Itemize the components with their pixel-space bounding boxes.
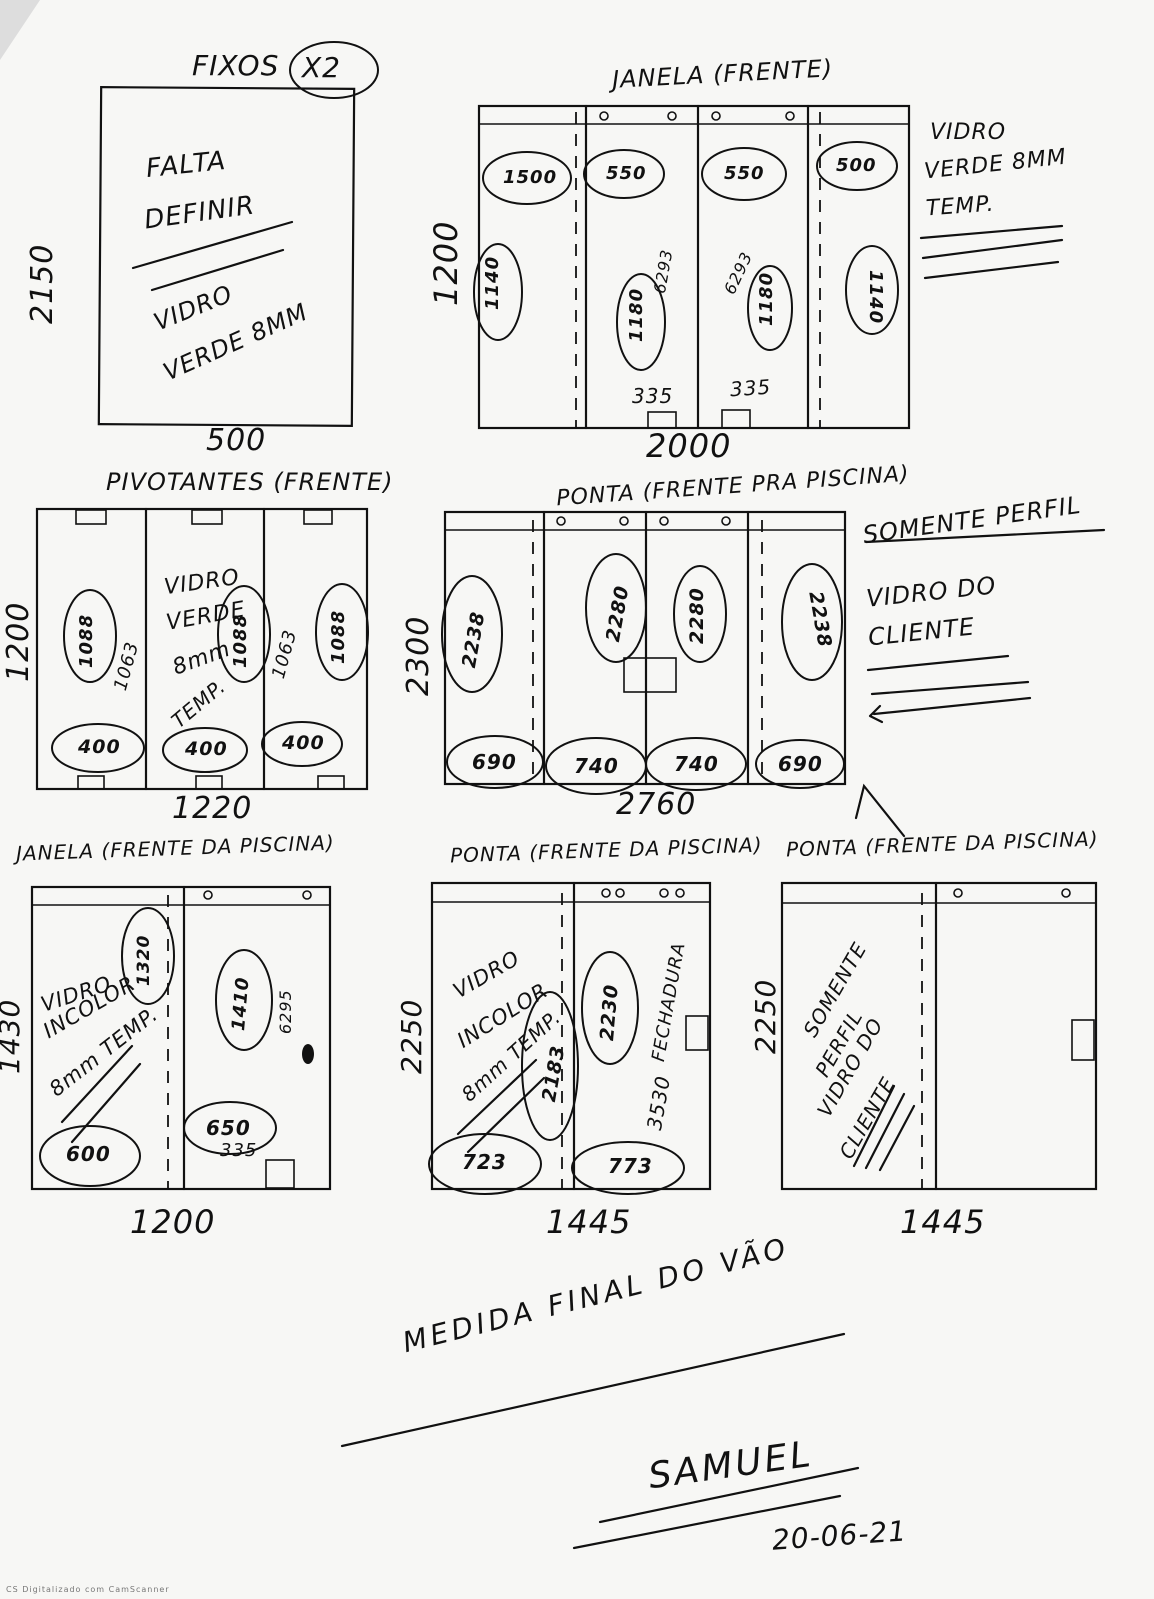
ponta-piscina-1-drawing bbox=[428, 881, 712, 1195]
camscanner-watermark: CS Digitalizado com CamScanner bbox=[6, 1585, 170, 1594]
janela-piscina-frame bbox=[30, 885, 332, 1191]
pivotantes-bottom-2: 400 bbox=[185, 738, 228, 760]
janela-frente-mid-2: 1180 bbox=[626, 287, 647, 342]
janela-frente-mid-1: 1140 bbox=[482, 255, 503, 310]
ponta-piscina-1-width: 1445 bbox=[546, 1203, 632, 1241]
ponta-piscina-2-height: 2250 bbox=[749, 978, 782, 1054]
ponta-frente-bottom-1: 690 bbox=[472, 750, 517, 774]
janela-frente-top-1: 1500 bbox=[503, 167, 558, 188]
signature-underline bbox=[598, 1466, 860, 1524]
ponta-piscina-1-mid-2: 2230 bbox=[596, 983, 623, 1042]
fixos-qty: X2 bbox=[302, 51, 341, 84]
ponta-piscina-2-drawing bbox=[780, 881, 1098, 1191]
ponta-frente-height: 2300 bbox=[401, 615, 436, 696]
ponta-piscina-1-frame bbox=[430, 881, 712, 1191]
qty-circle bbox=[289, 41, 379, 99]
janela-frente-note-1: VIDRO bbox=[930, 120, 1007, 145]
page-corner-shadow bbox=[0, 0, 40, 60]
janela-piscina-width: 1200 bbox=[130, 1203, 216, 1241]
janela-piscina-bottom-1: 600 bbox=[66, 1142, 111, 1166]
ponta-frente-drawing bbox=[441, 510, 1106, 838]
fixos-drawing bbox=[97, 41, 379, 427]
pivotantes-height: 1200 bbox=[1, 601, 36, 682]
janela-frente-top-4: 500 bbox=[836, 155, 877, 176]
janela-piscina-top: 1320 bbox=[134, 934, 154, 986]
ponta-frente-width: 2760 bbox=[616, 787, 697, 822]
pivotantes-bottom-1: 400 bbox=[78, 736, 121, 758]
ponta-frente-bottom-3: 740 bbox=[674, 752, 719, 776]
janela-frente-top-2: 550 bbox=[606, 163, 647, 184]
janela-frente-note-3: TEMP. bbox=[925, 191, 996, 222]
janela-piscina-bottom-2: 650 bbox=[206, 1116, 251, 1140]
fixos-note-1: FALTA bbox=[144, 145, 228, 185]
janela-frente-top-3: 550 bbox=[724, 163, 765, 184]
janela-frente-mid-4: 1140 bbox=[865, 270, 886, 325]
pivotantes-bottom-3: 400 bbox=[282, 732, 325, 754]
janela-frente-width: 2000 bbox=[646, 427, 732, 465]
fixos-height: 2150 bbox=[25, 243, 60, 324]
pivotantes-title: PIVOTANTES (FRENTE) bbox=[106, 468, 394, 496]
janela-frente-height: 1200 bbox=[427, 220, 465, 306]
ponta-frente-bottom-4: 690 bbox=[778, 752, 823, 776]
pivotantes-mid-3: 1088 bbox=[328, 609, 349, 664]
janela-piscina-height: 1430 bbox=[0, 998, 26, 1074]
ponta-frente-bottom-2: 740 bbox=[574, 754, 619, 778]
ponta-piscina-2-frame bbox=[780, 881, 1098, 1191]
janela-frente-drawing bbox=[473, 104, 1064, 430]
fixos-width: 500 bbox=[206, 423, 267, 458]
ponta-piscina-1-bottom-1: 723 bbox=[462, 1150, 507, 1174]
janela-piscina-drawing bbox=[30, 885, 332, 1191]
ponta-piscina-1-bottom-2: 773 bbox=[608, 1154, 653, 1178]
janela-frente-bottom-1: 335 bbox=[632, 384, 674, 408]
fixos-underline-2 bbox=[150, 248, 285, 292]
fixos-frame bbox=[97, 86, 356, 427]
ponta-piscina-1-height: 2250 bbox=[395, 998, 428, 1074]
pivotantes-mid-1: 1088 bbox=[76, 613, 97, 668]
janela-frente-bottom-2: 335 bbox=[729, 374, 772, 402]
janela-frente-mid-3: 1180 bbox=[756, 271, 777, 326]
janela-piscina-mid: 1410 bbox=[228, 975, 254, 1032]
pivotantes-width: 1220 bbox=[172, 791, 253, 826]
fixos-underline bbox=[131, 220, 294, 270]
pivotantes-drawing bbox=[35, 507, 369, 791]
janela-piscina-small: 335 bbox=[220, 1140, 258, 1161]
fixos-title: FIXOS bbox=[192, 49, 280, 82]
signature-underline-2 bbox=[572, 1494, 842, 1550]
ponta-frente-mid-3: 2280 bbox=[686, 587, 708, 644]
janela-piscina-code: 6295 bbox=[276, 989, 295, 1034]
final-underline bbox=[340, 1332, 846, 1448]
ponta-piscina-2-width: 1445 bbox=[900, 1203, 986, 1241]
janela-frente-frame bbox=[477, 104, 911, 430]
